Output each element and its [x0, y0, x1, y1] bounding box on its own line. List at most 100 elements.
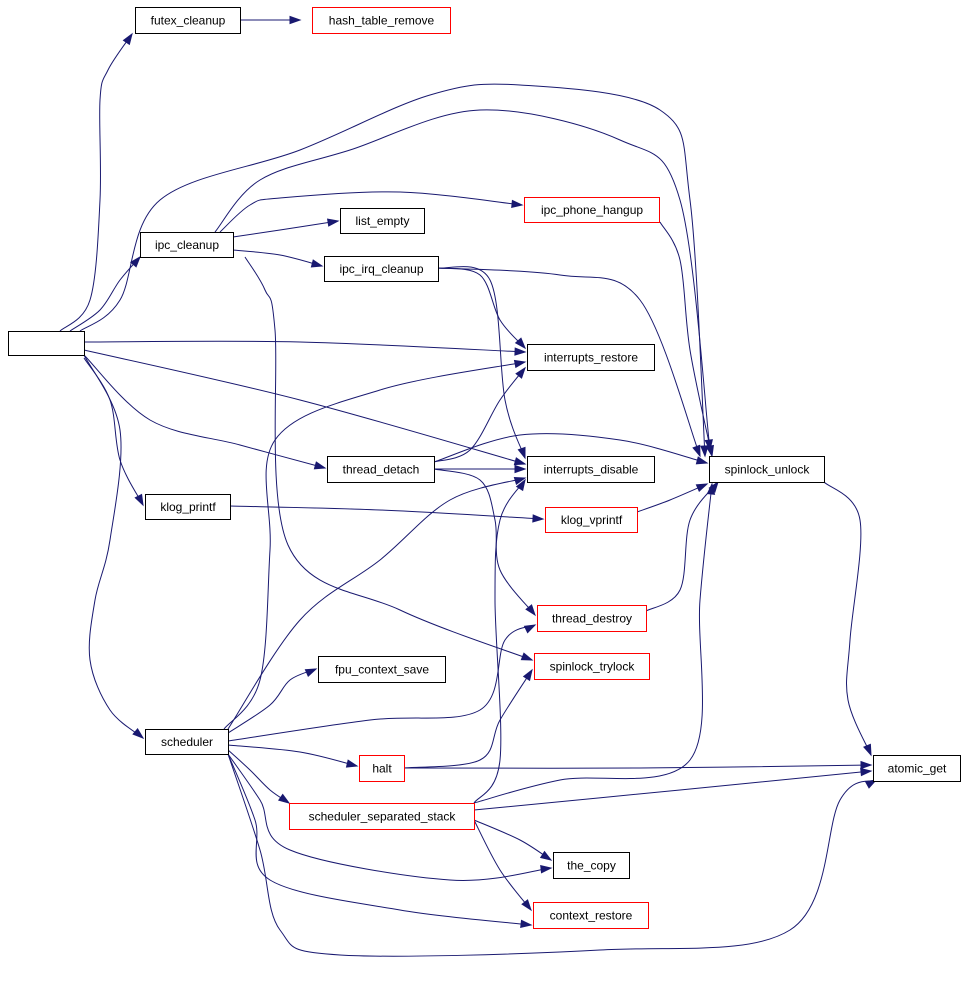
edge-line: [232, 220, 339, 238]
edge-line: [83, 340, 526, 353]
arrowhead: [520, 919, 533, 928]
arrowhead: [539, 850, 553, 861]
edge-line: [83, 349, 526, 465]
edge-thread_destroy-to-spinlock_unlock: [645, 480, 719, 612]
edge-klog_printf-to-klog_vprintf: [229, 505, 545, 523]
node-label: fpu_context_save: [335, 663, 429, 677]
edge-line: [473, 819, 552, 861]
node-box: [534, 653, 650, 680]
node-halt[interactable]: halt: [359, 755, 405, 782]
node-box: [709, 456, 825, 483]
arrowhead: [345, 759, 359, 768]
arrowhead: [514, 337, 526, 350]
arrowhead: [532, 514, 545, 523]
node-thread-destroy[interactable]: thread_destroy: [537, 605, 647, 632]
arrowhead: [515, 478, 526, 492]
arrowhead: [525, 604, 536, 617]
edge-scheduler_separated_stack-to-the_copy: [473, 819, 553, 861]
edge-thread_detach-to-interrupts_restore: [433, 366, 526, 463]
node-atomic-get[interactable]: atomic_get: [873, 755, 961, 782]
node-interrupts-restore[interactable]: interrupts_restore: [527, 344, 655, 371]
node-futex-cleanup[interactable]: futex_cleanup: [135, 7, 241, 34]
node-label: thread_destroy: [552, 612, 632, 626]
edge-line: [83, 354, 326, 469]
node-scheduler-separated-stack[interactable]: scheduler_separated_stack: [289, 803, 475, 830]
node-the-copy[interactable]: the_copy: [553, 852, 630, 879]
edge-line: [227, 744, 358, 767]
edge-line: [433, 367, 526, 463]
node-box: [324, 256, 439, 282]
edge-line: [219, 191, 523, 233]
node-box: [327, 456, 435, 483]
edge-line: [227, 753, 877, 957]
node-ipc-cleanup[interactable]: ipc_cleanup: [140, 232, 234, 258]
node-box: [533, 902, 649, 929]
edge-ktaskclnp-to-ipc_cleanup: [69, 255, 141, 332]
node-klog-printf[interactable]: klog_printf: [145, 494, 231, 520]
edge-line: [437, 267, 526, 349]
arrowhead: [514, 464, 527, 474]
edge-thread_detach-to-thread_destroy: [433, 468, 536, 617]
node-label: ktaskclnp: [21, 337, 71, 351]
edge-ktaskclnp-to-interrupts_restore: [83, 340, 527, 356]
node-thread-detach[interactable]: thread_detach: [327, 456, 435, 483]
node-label: scheduler: [161, 735, 213, 749]
node-ipc-irq-cleanup[interactable]: ipc_irq_cleanup: [324, 256, 439, 282]
node-context-restore[interactable]: context_restore: [533, 902, 649, 929]
node-hash-table-remove[interactable]: hash_table_remove: [312, 7, 451, 34]
edge-line: [227, 624, 536, 742]
node-klog-vprintf[interactable]: klog_vprintf: [545, 507, 638, 533]
edge-line: [437, 266, 526, 459]
edge-line: [473, 483, 713, 804]
arrowhead: [706, 482, 716, 495]
arrowhead: [515, 366, 526, 379]
edge-klog_vprintf-to-spinlock_unlock: [636, 483, 709, 513]
edge-thread_detach-to-interrupts_disable: [434, 464, 527, 474]
node-label: list_empty: [355, 214, 409, 228]
node-label: hash_table_remove: [329, 14, 435, 28]
edge-line: [473, 770, 872, 811]
node-box: [289, 803, 475, 830]
arrowhead: [313, 461, 327, 470]
edge-line: [79, 83, 706, 457]
arrowhead: [513, 359, 527, 369]
edge-ipc_irq_cleanup-to-interrupts_restore: [437, 267, 526, 350]
edge-scheduler_separated_stack-to-spinlock_unlock: [473, 482, 716, 804]
edge-ktaskclnp-to-scheduler: [83, 354, 145, 739]
arrowhead: [695, 483, 709, 493]
node-label: spinlock_unlock: [725, 463, 811, 477]
edge-line: [437, 267, 701, 457]
arrowhead: [860, 767, 873, 777]
edge-line: [59, 33, 133, 332]
edge-line: [403, 764, 872, 769]
edge-spinlock_unlock-to-atomic_get: [823, 481, 872, 757]
edge-ktaskclnp-to-klog_printf: [83, 357, 144, 507]
arrowhead: [695, 456, 709, 465]
node-box: [359, 755, 405, 782]
edge-line: [227, 753, 552, 881]
node-box: [524, 197, 660, 223]
node-box: [145, 494, 231, 520]
node-label: ipc_irq_cleanup: [339, 262, 423, 276]
node-scheduler[interactable]: scheduler: [145, 729, 229, 755]
edge-ipc_phone_hangup-to-spinlock_unlock: [659, 221, 714, 458]
edge-scheduler-to-scheduler_separated_stack: [227, 749, 291, 804]
arrowhead: [517, 446, 526, 460]
edge-line: [244, 256, 533, 661]
node-spinlock-unlock[interactable]: spinlock_unlock: [709, 456, 825, 483]
arrowhead: [304, 668, 318, 677]
node-fpu-context-save[interactable]: fpu_context_save: [318, 656, 446, 683]
edge-line: [227, 477, 526, 730]
edge-thread_detach-to-spinlock_unlock: [433, 433, 709, 465]
node-label: interrupts_disable: [544, 463, 639, 477]
edge-line: [227, 668, 317, 734]
edge-scheduler-to-halt: [227, 744, 359, 768]
edge-halt-to-atomic_get: [403, 760, 873, 770]
node-interrupts-disable[interactable]: interrupts_disable: [527, 456, 655, 483]
arrowhead: [513, 476, 527, 486]
node-spinlock-trylock[interactable]: spinlock_trylock: [534, 653, 650, 680]
node-ipc-phone-hangup[interactable]: ipc_phone_hangup: [524, 197, 660, 223]
function-nodes: ktaskclnp futex_cleanup hash_table_removei…: [8, 7, 961, 929]
arrowhead: [520, 652, 534, 661]
node-list-empty[interactable]: list_empty: [340, 208, 425, 234]
